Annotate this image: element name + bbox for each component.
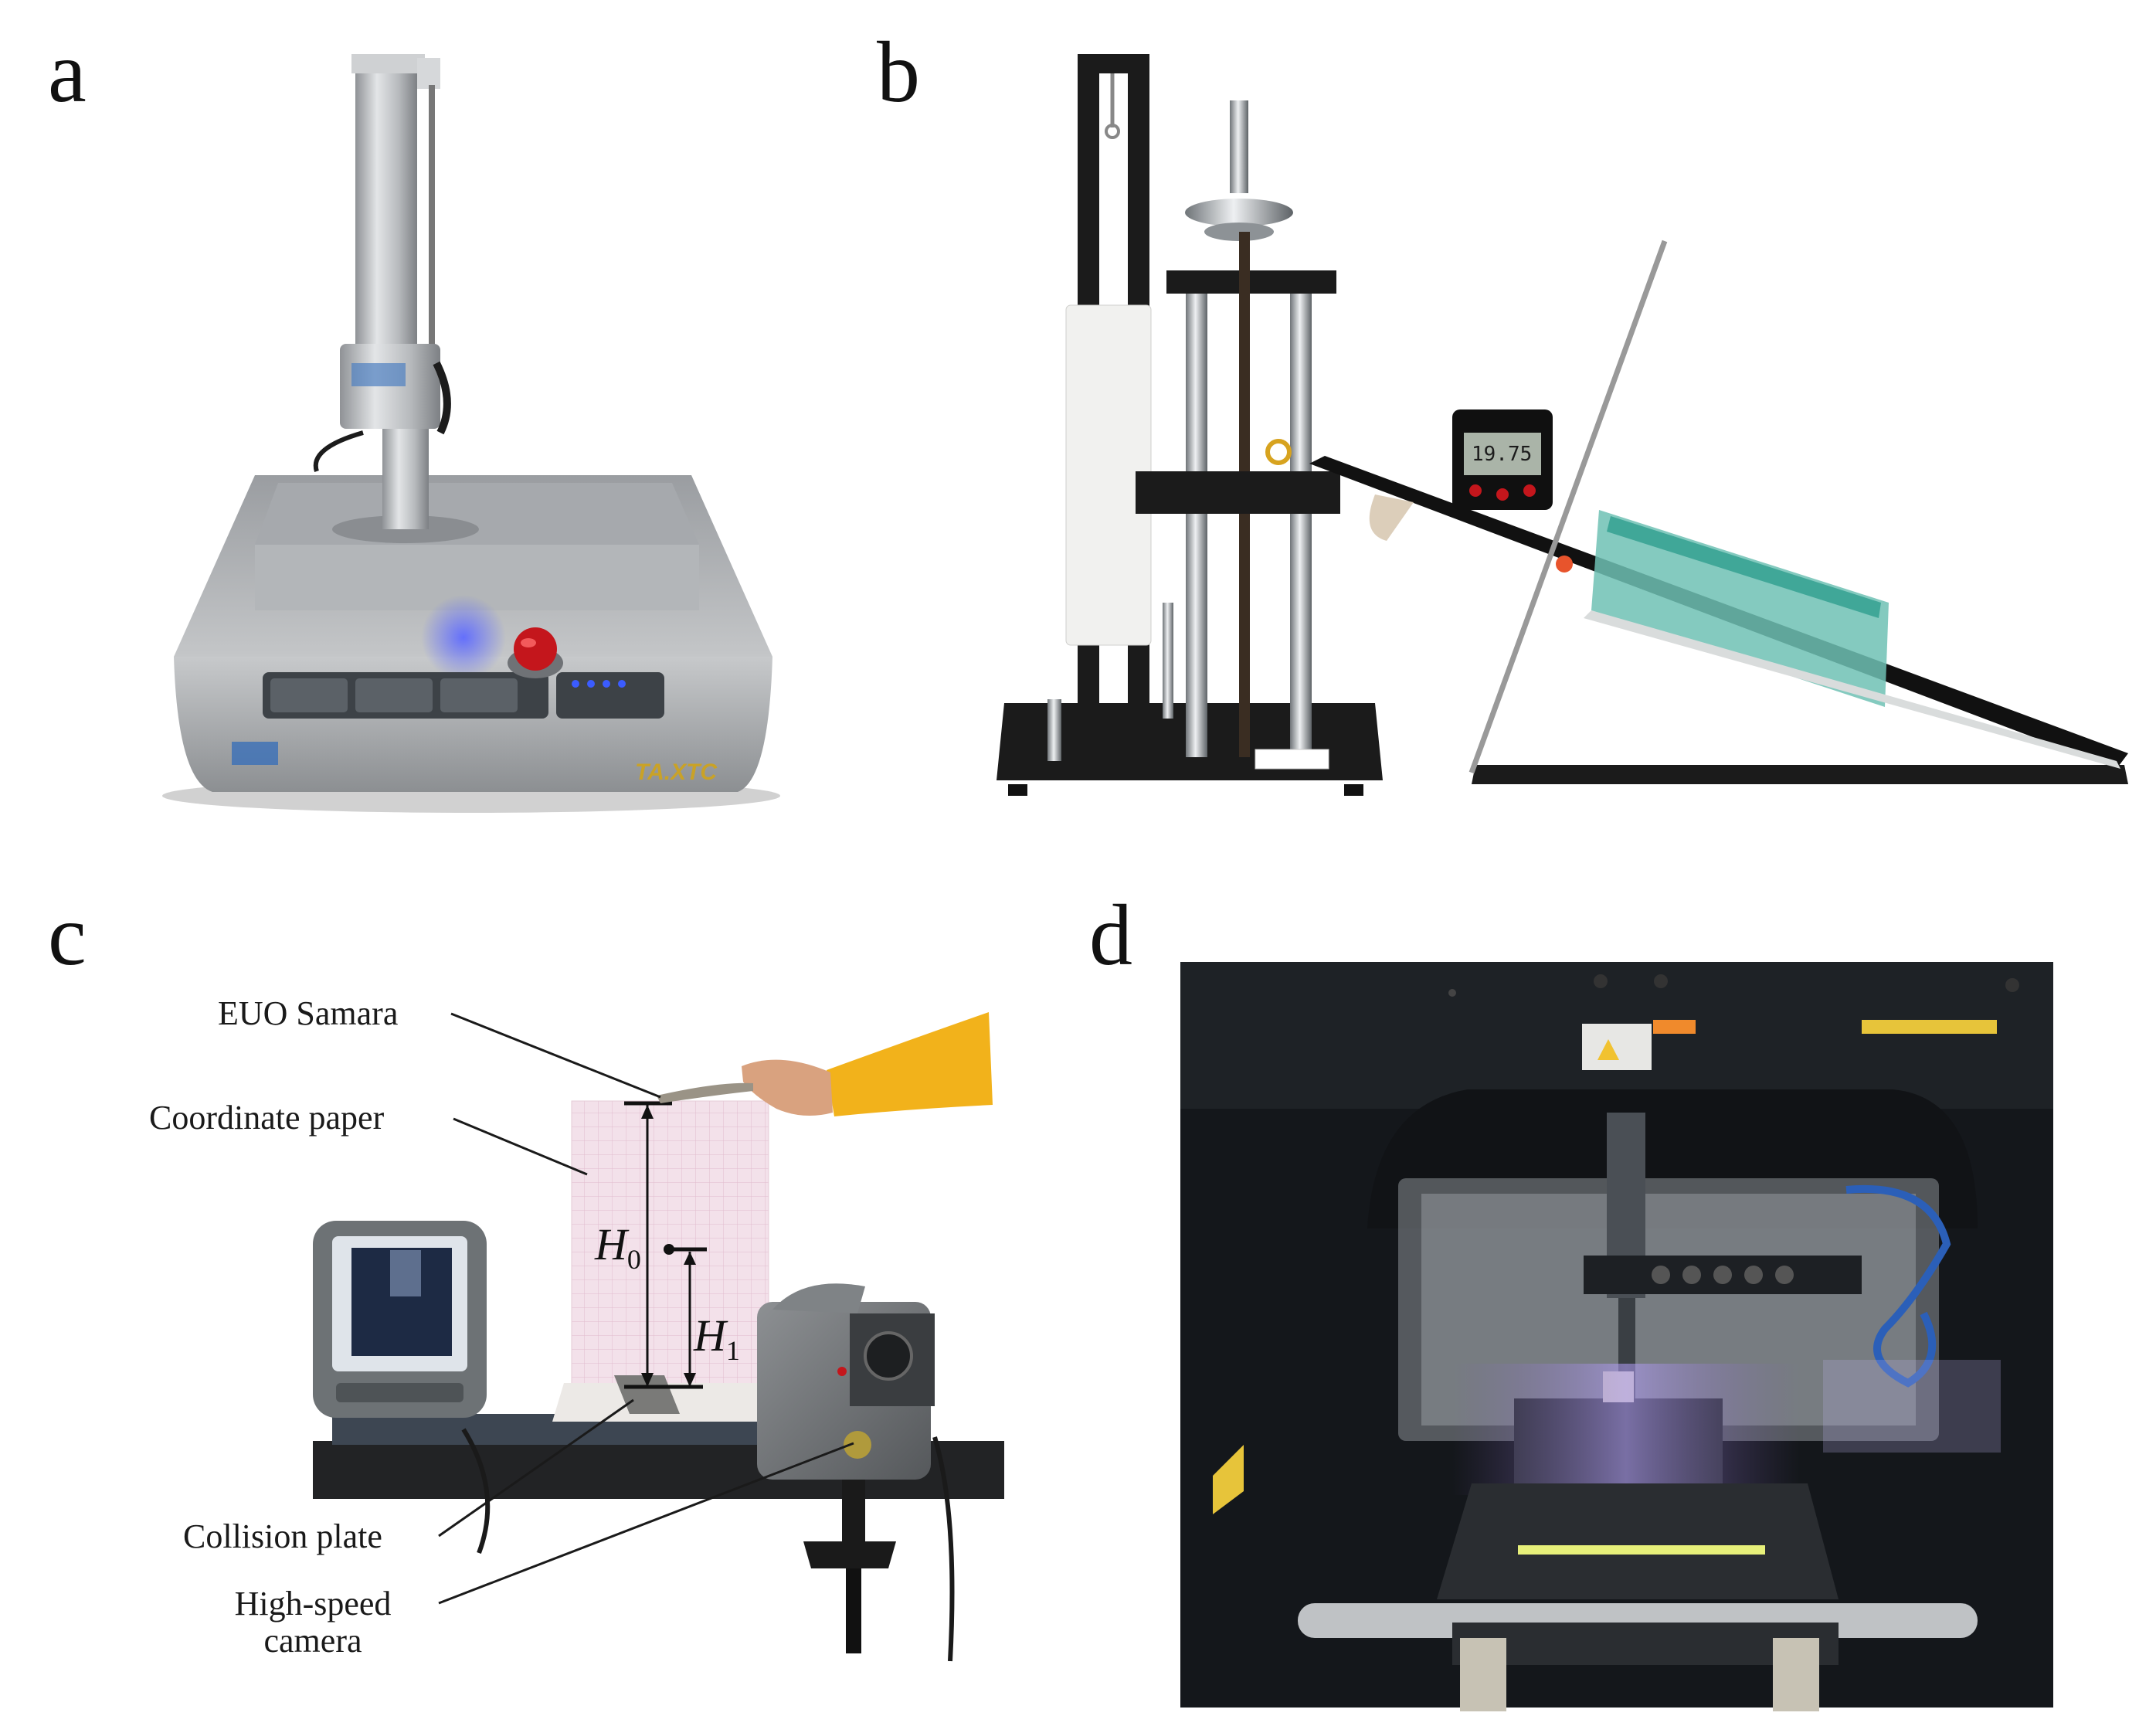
panel-b-friction-apparatus	[997, 54, 2128, 796]
euo-samara	[657, 1082, 753, 1103]
panel-a-texture-analyzer	[162, 54, 780, 813]
label-collision-plate: Collision plate	[183, 1517, 382, 1555]
h0-label: H0	[595, 1219, 641, 1275]
hand-holding-samara-icon	[657, 1012, 993, 1116]
h0-var: H	[595, 1219, 627, 1269]
panel-c-drop-test	[313, 1012, 1004, 1662]
label-coordinate-paper: Coordinate paper	[149, 1099, 385, 1137]
panel-d-test-chamber	[1180, 962, 2053, 1711]
high-speed-camera-icon	[757, 1283, 935, 1653]
h1-sub: 1	[725, 1335, 740, 1366]
brand-label: TA.XTC	[635, 759, 718, 785]
h1-var: H	[694, 1310, 726, 1361]
label-high-speed-camera-line1: High-speed	[234, 1585, 392, 1623]
panel-letter-c: c	[48, 888, 87, 984]
panel-letter-a: a	[48, 25, 87, 121]
label-high-speed-camera: High-speed camera	[220, 1585, 406, 1660]
label-euo-samara: EUO Samara	[218, 994, 399, 1032]
panel-letter-b: b	[877, 25, 920, 121]
display-reading: 19.75	[1472, 443, 1533, 466]
red-emergency-stop-icon	[508, 627, 563, 678]
camera-monitor-icon	[313, 1221, 487, 1418]
h1-label: H1	[694, 1310, 740, 1366]
label-high-speed-camera-line2: camera	[263, 1622, 362, 1660]
h0-sub: 0	[626, 1244, 641, 1275]
panel-letter-d: d	[1089, 888, 1132, 984]
digital-display	[1452, 409, 1553, 510]
